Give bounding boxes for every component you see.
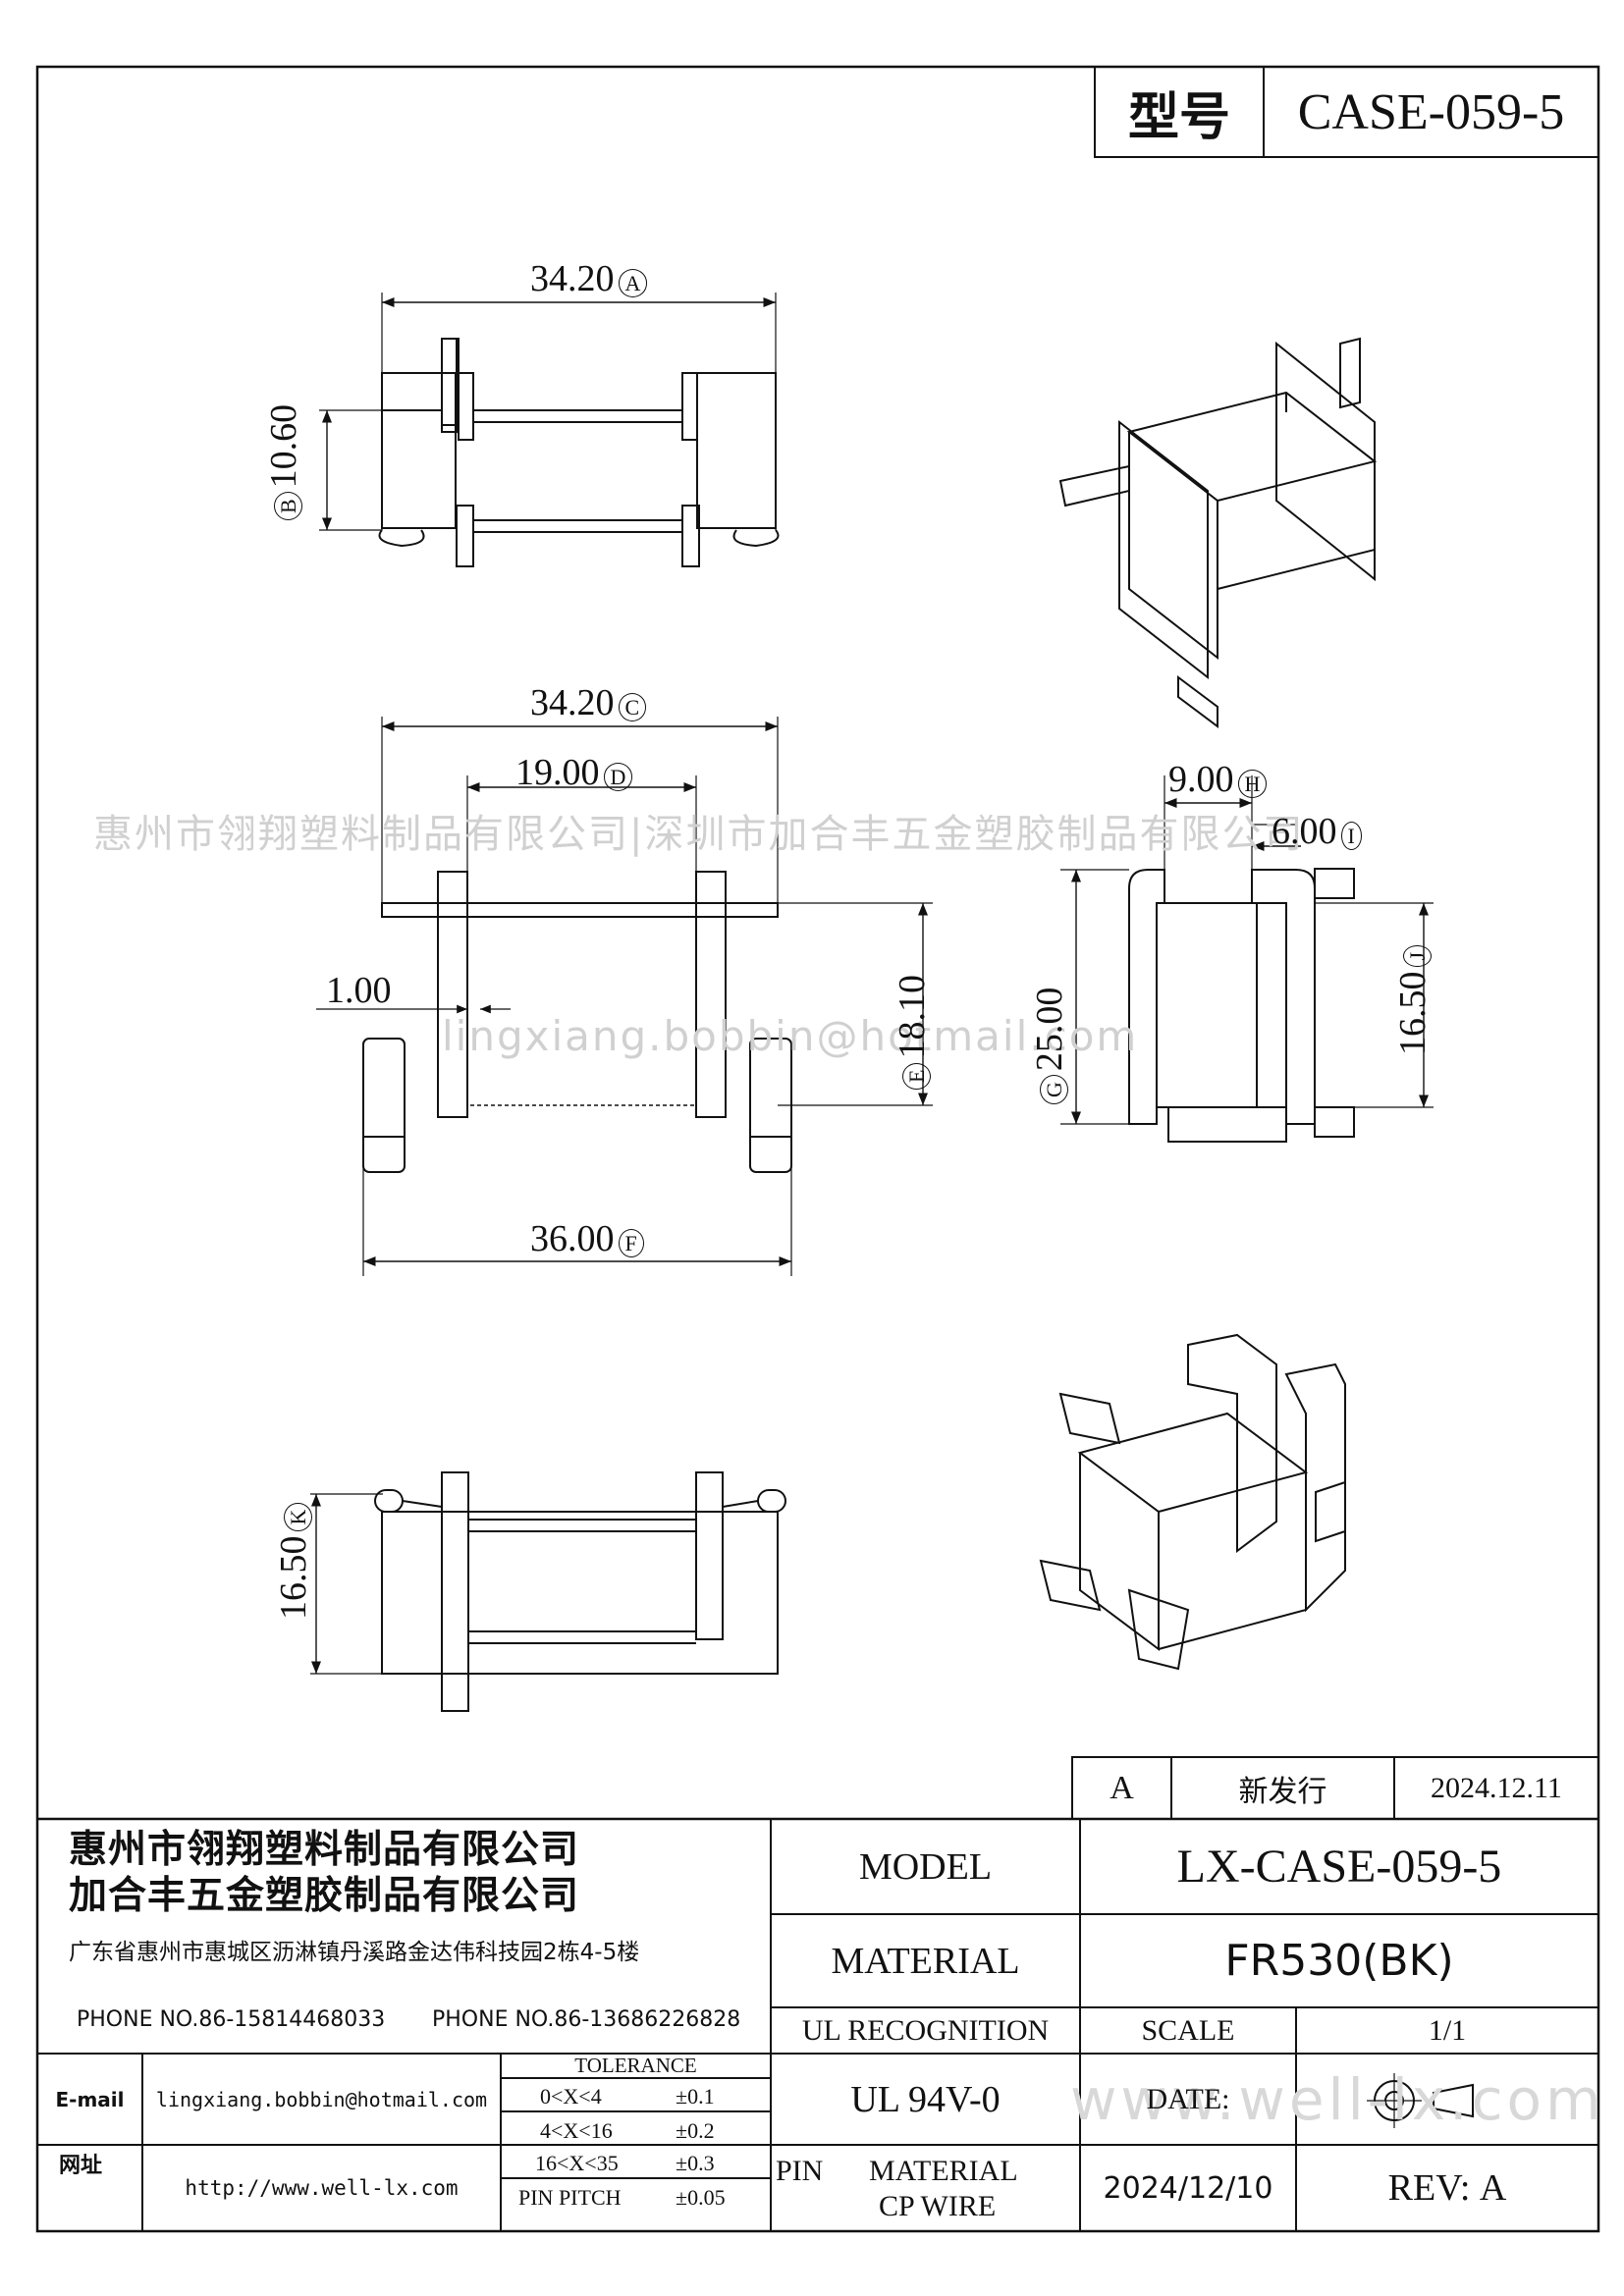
- tolerance-value-1: ±0.1: [676, 2084, 715, 2109]
- revision-letter: A: [1110, 1769, 1134, 1806]
- spec-pin-label: PIN: [776, 2155, 824, 2187]
- phone-2: PHONE NO.86-13686226828: [432, 2007, 741, 2032]
- email-watermark: lingxiang.bobbin@hotmail.com: [442, 1012, 1139, 1060]
- spec-rev: REV: A: [1296, 2145, 1598, 2231]
- spec-material-value: FR530(BK): [1224, 1936, 1454, 1986]
- phone-1: PHONE NO.86-15814468033: [77, 2007, 386, 2032]
- spec-material-label: MATERIAL: [831, 1940, 1020, 1982]
- dim-d-tag: D: [603, 763, 633, 791]
- spec-pin-material-label: MATERIAL: [869, 2155, 1018, 2187]
- spec-rev-label: REV:: [1387, 2167, 1471, 2209]
- side-view: [1060, 775, 1434, 1143]
- dim-c-tag: C: [618, 693, 647, 721]
- spec-model-value: LX-CASE-059-5: [1176, 1841, 1502, 1893]
- company-name-2: 加合丰五金塑胶制品有限公司: [69, 1874, 580, 1918]
- dim-j-tag: J: [1403, 944, 1432, 968]
- spec-date-value: 2024/12/10: [1103, 2170, 1273, 2206]
- spec-ul-value: UL 94V-0: [850, 2078, 1001, 2120]
- dim-k-value: 16.50K: [273, 1502, 314, 1620]
- spec-rev-value: A: [1479, 2167, 1507, 2209]
- dim-g-tag: G: [1040, 1075, 1068, 1104]
- dim-j-value: 16.50J: [1392, 944, 1434, 1055]
- revision-description: 新发行: [1238, 1774, 1327, 1809]
- dim-wall-value: 1.00: [326, 970, 392, 1011]
- company-address: 广东省惠州市惠城区沥淋镇丹溪路金达伟科技园2栋4-5楼: [69, 1940, 640, 1965]
- email-label: E-mail: [55, 2087, 125, 2111]
- web-label: 网址: [59, 2154, 103, 2178]
- iso-view-top: [1058, 337, 1378, 728]
- tolerance-title: TOLERANCE: [574, 2054, 697, 2077]
- spec-model-label: MODEL: [858, 1845, 993, 1888]
- top-view: [319, 293, 780, 567]
- dim-i-tag: I: [1340, 822, 1362, 850]
- dim-f-tag: F: [618, 1229, 644, 1257]
- spec-pin-material-value: CP WIRE: [879, 2190, 997, 2222]
- dim-b-tag: B: [274, 492, 302, 520]
- spec-scale-value: 1/1: [1428, 2013, 1467, 2047]
- tolerance-range-1: 0<X<4: [540, 2084, 602, 2109]
- model-label: 型号: [1127, 87, 1230, 147]
- site-watermark: www.well-lx.com: [1070, 2066, 1605, 2133]
- tolerance-range-2: 4<X<16: [540, 2118, 613, 2143]
- dim-k-tag: K: [284, 1502, 312, 1532]
- tolerance-value-4: ±0.05: [676, 2185, 726, 2210]
- email-value[interactable]: lingxiang.bobbin@hotmail.com: [155, 2087, 488, 2111]
- spec-date-label: DATE:: [1146, 2082, 1230, 2115]
- dim-e-tag: E: [902, 1062, 931, 1090]
- dim-g-value: G25.00: [1029, 988, 1070, 1104]
- spec-ul-label: UL RECOGNITION: [801, 2013, 1050, 2047]
- company-watermark: 惠州市翎翔塑料制品有限公司|深圳市加合丰五金塑胶制品有限公司: [93, 812, 1305, 857]
- dim-b-value: B10.60: [263, 404, 304, 520]
- company-name-1: 惠州市翎翔塑料制品有限公司: [69, 1828, 580, 1872]
- tolerance-value-3: ±0.3: [676, 2151, 715, 2175]
- bottom-view: [310, 1471, 786, 1712]
- dim-h-tag: H: [1237, 770, 1268, 798]
- tolerance-range-3: 16<X<35: [535, 2151, 619, 2175]
- spec-scale-label: SCALE: [1141, 2013, 1235, 2047]
- model-value: CASE-059-5: [1297, 83, 1565, 140]
- web-value[interactable]: http://www.well-lx.com: [185, 2176, 459, 2200]
- revision-date: 2024.12.11: [1431, 1771, 1562, 1804]
- tolerance-range-4: PIN PITCH: [518, 2185, 622, 2210]
- iso-view-bottom: [1039, 1333, 1346, 1671]
- tolerance-value-2: ±0.2: [676, 2118, 715, 2143]
- dim-e-value: E18.10: [892, 975, 933, 1090]
- dim-a-tag: A: [618, 269, 648, 297]
- front-view: [316, 717, 933, 1276]
